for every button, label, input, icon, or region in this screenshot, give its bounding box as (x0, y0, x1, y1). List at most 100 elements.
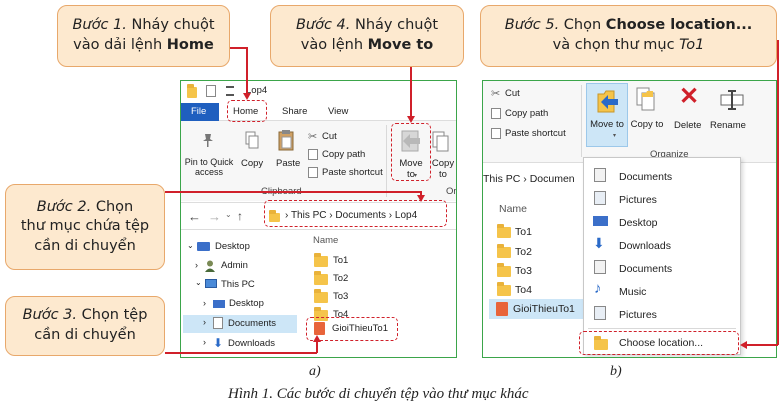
address-bar[interactable]: This PC › Documen (483, 169, 583, 189)
breadcrumb-documents[interactable]: Documen (529, 173, 575, 185)
move-to-button[interactable]: Move to ▾ (586, 83, 628, 147)
step-label: Bước 4. (295, 17, 351, 34)
menu-item-documents-2[interactable]: Documents (619, 263, 673, 275)
name-column-header[interactable]: Name (313, 235, 339, 246)
list-item[interactable]: To2 (333, 273, 349, 284)
callout-step-3: Bước 3. Chọn tệp cần di chuyển (5, 296, 165, 356)
chevron-right-icon[interactable]: › (203, 337, 206, 347)
connector-line (777, 40, 779, 345)
copy-to-button[interactable]: Copy to (630, 119, 664, 130)
list-item-selected[interactable]: GioiThieuTo1 (513, 303, 575, 315)
chevron-down-icon[interactable]: ⌄ (195, 278, 202, 287)
list-item-selected[interactable]: GioiThieuTo1 (332, 323, 388, 334)
list-item[interactable]: To2 (515, 246, 532, 258)
address-bar[interactable]: › This PC › Documents › Lop4 (265, 206, 447, 227)
back-arrow-icon[interactable]: ← (188, 209, 201, 224)
step-text: vào dải lệnh (73, 37, 167, 53)
copy-path-button[interactable]: Copy path (322, 149, 366, 160)
step-bold: Home (166, 37, 214, 53)
menu-item-downloads[interactable]: Downloads (619, 240, 671, 252)
pin-to-quick-access-button[interactable]: Pin to Quick access (184, 157, 234, 177)
menu-item-desktop[interactable]: Desktop (619, 217, 658, 229)
documents-icon (594, 168, 606, 182)
name-column-header[interactable]: Name (499, 203, 528, 215)
address-bar-row: ← → ⌄ ↑ › This PC › Documents › Lop4 (181, 202, 456, 230)
tree-item-downloads[interactable]: Downloads (228, 338, 275, 349)
breadcrumb-documents[interactable]: Documents (335, 210, 386, 221)
copy-path-button[interactable]: Copy path (505, 108, 549, 119)
paste-shortcut-button[interactable]: Paste shortcut (322, 167, 383, 178)
tab-view[interactable]: View (328, 106, 349, 117)
rename-button[interactable]: Rename (710, 120, 746, 131)
copy-path-icon (308, 149, 318, 160)
callout-step-5: Bước 5. Chọn Choose location... và chọn … (480, 5, 777, 67)
arrow-head (417, 195, 425, 202)
cut-button[interactable]: Cut (505, 88, 520, 99)
menu-item-music[interactable]: Music (619, 286, 647, 298)
tree-item-documents[interactable]: Documents (228, 318, 277, 329)
up-arrow-icon[interactable]: ↑ (237, 209, 243, 223)
menu-item-pictures-2[interactable]: Pictures (619, 309, 657, 321)
chevron-right-icon[interactable]: › (203, 298, 206, 308)
tree-item-admin[interactable]: Admin (221, 260, 248, 271)
breadcrumb-this-pc[interactable]: This PC (290, 210, 327, 221)
tree-item-this-pc[interactable]: This PC (221, 279, 255, 290)
pictures-icon (594, 191, 606, 205)
copy-button[interactable]: Copy (241, 158, 264, 169)
tree-item-desktop[interactable]: Desktop (215, 241, 250, 252)
tab-share[interactable]: Share (282, 106, 308, 117)
menu-item-choose-location[interactable]: Choose location... (619, 337, 704, 349)
delete-button[interactable]: Delete (674, 120, 702, 131)
tree-item-desktop-2[interactable]: Desktop (229, 298, 264, 309)
list-item[interactable]: To3 (515, 265, 532, 277)
folder-icon (187, 84, 197, 98)
paste-button[interactable]: Paste (276, 158, 301, 169)
chevron-right-icon[interactable]: › (203, 317, 206, 327)
folder-icon (314, 289, 328, 303)
scissors-icon: ✂ (308, 131, 318, 143)
list-item[interactable]: To1 (515, 226, 532, 238)
list-item[interactable]: To3 (333, 291, 349, 302)
breadcrumb-this-pc[interactable]: This PC (483, 173, 521, 185)
arrow-head (740, 341, 747, 349)
window-title: Lop4 (246, 85, 268, 96)
file-list: Name To1 To2 To3 To4 GioiThieuTo1 (301, 231, 456, 357)
properties-icon[interactable] (206, 85, 216, 97)
chevron-right-icon: › (285, 210, 289, 221)
pictures-icon (594, 306, 606, 320)
chevron-right-icon[interactable]: › (195, 260, 198, 270)
tab-file[interactable]: File (181, 103, 219, 121)
tree-item-documents-row[interactable] (183, 315, 297, 333)
chevron-down-icon[interactable]: ⌄ (187, 241, 194, 250)
callout-step-4: Bước 4. Nháy chuột vào lệnh Move to (270, 5, 464, 67)
documents-icon (213, 317, 223, 329)
folder-icon (497, 244, 511, 258)
list-item[interactable]: To4 (515, 284, 532, 296)
paste-shortcut-button[interactable]: Paste shortcut (505, 128, 566, 139)
move-to-button[interactable]: Move to (399, 158, 423, 180)
copy-to-button[interactable]: Copy to (431, 158, 455, 180)
list-item[interactable]: To4 (333, 309, 349, 320)
qat-menu-icon[interactable] (226, 86, 234, 96)
breadcrumb-lop4[interactable]: Lop4 (394, 210, 418, 221)
connector-line (316, 340, 318, 353)
step-text: cần di chuyển (34, 327, 136, 343)
highlight-move-to (391, 123, 431, 181)
chevron-down-icon[interactable]: ⌄ (225, 210, 232, 219)
rename-icon (720, 89, 744, 111)
downloads-icon: ⬇ (213, 336, 224, 350)
list-item[interactable]: To1 (333, 255, 349, 266)
tab-home[interactable]: Home (233, 106, 259, 117)
forward-arrow-icon[interactable]: → (208, 209, 221, 224)
folder-icon (497, 224, 511, 238)
cut-button[interactable]: Cut (322, 131, 337, 142)
step-text: Nháy chuột (350, 17, 439, 34)
step-text: và chọn thư mục (552, 37, 680, 53)
menu-item-documents[interactable]: Documents (619, 171, 673, 183)
step-label: Bước 5. (504, 17, 560, 34)
menu-item-pictures[interactable]: Pictures (619, 194, 657, 206)
list-item-selected-row[interactable] (489, 299, 583, 319)
callout-step-1: Bước 1. Nháy chuột vào dải lệnh Home (57, 5, 230, 67)
step-text: Nháy chuột (126, 17, 215, 34)
close-icon: ✕ (679, 83, 700, 110)
